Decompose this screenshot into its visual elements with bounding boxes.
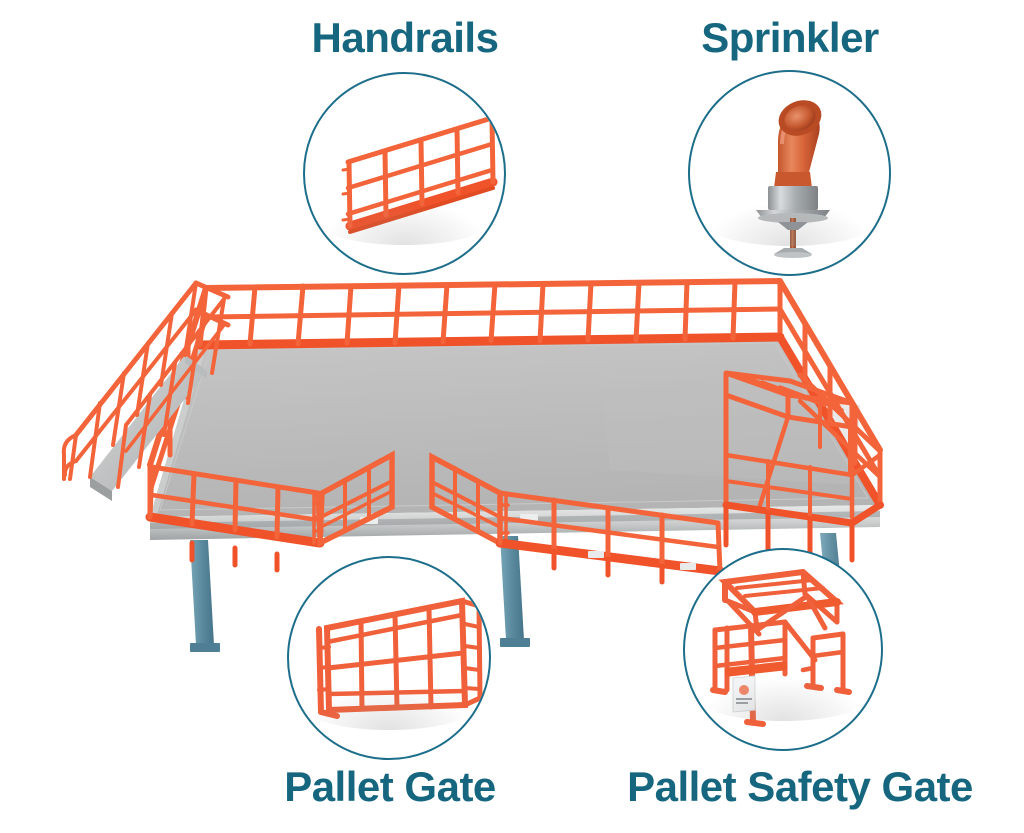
- callout-circle-handrails[interactable]: [303, 72, 506, 275]
- callout-label-sprinkler: Sprinkler: [701, 14, 879, 61]
- pallet-gate-left: [312, 450, 395, 548]
- platform-deck: [150, 337, 880, 517]
- access-staircase: [61, 280, 231, 501]
- front-handrail-right-corner: [848, 452, 884, 527]
- mezzanine-platform-illustration: [0, 255, 1024, 675]
- handrail-panel-icon: [305, 74, 504, 273]
- callout-label-pallet-gate: Pallet Gate: [284, 763, 496, 810]
- callout-circle-sprinkler[interactable]: [688, 70, 891, 276]
- callout-label-pallet-safety-gate: Pallet Safety Gate: [627, 763, 973, 810]
- callout-circle-pallet-gate[interactable]: [287, 556, 491, 760]
- pallet-safety-gate-icon: [685, 550, 881, 749]
- pallet-safety-gate: [722, 370, 883, 563]
- front-handrail-left-segment: [145, 464, 325, 573]
- sprinkler-head-icon: [690, 72, 889, 274]
- callout-label-handrails: Handrails: [311, 14, 499, 61]
- pallet-gate-icon: [289, 558, 489, 758]
- callout-circle-pallet-safety-gate[interactable]: [683, 548, 883, 751]
- pallet-gate-right: [429, 452, 510, 548]
- branding-plate: [732, 675, 756, 713]
- perimeter-handrail-back: [195, 278, 785, 350]
